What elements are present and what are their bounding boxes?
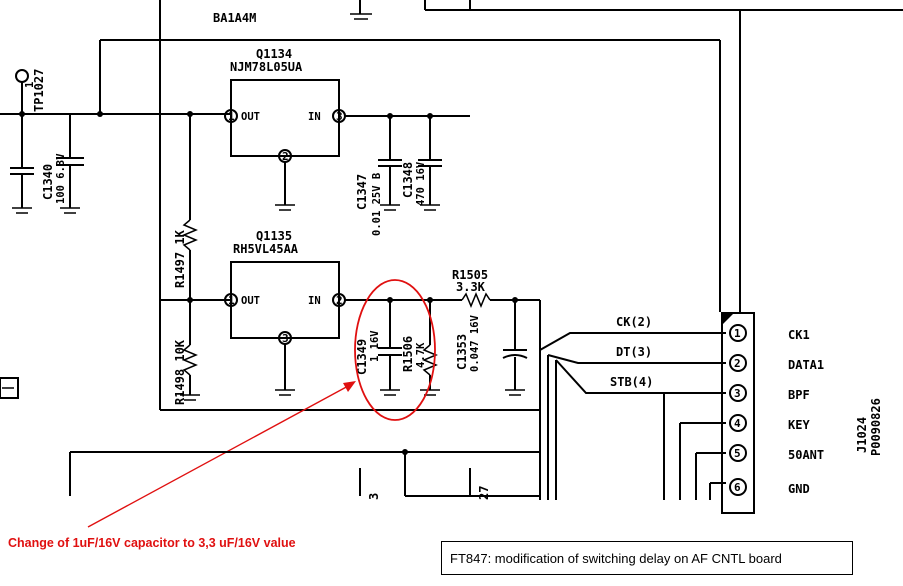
label-q1134-out: OUT	[241, 111, 260, 123]
j1024-bus: CK(2) DT(3) STB(4)	[539, 315, 726, 500]
label-net-stb: STB(4)	[610, 375, 653, 389]
j1024-connector: J1024 P0090826 1 CK1 2 DATA1 3 BPF 4 KEY…	[721, 312, 883, 514]
top-section: BA1A4M	[100, 0, 903, 312]
pin-3: 3	[336, 110, 343, 123]
label-num-3: 3	[367, 493, 381, 500]
connector-body	[721, 312, 755, 514]
connector-pin-6-name: GND	[788, 482, 810, 496]
connector-pin-5: 5 50ANT	[729, 444, 824, 462]
label-num-27: 27	[477, 486, 491, 500]
connector-pin-5-name: 50ANT	[788, 448, 824, 462]
label-r1498: R1498 10K	[173, 339, 187, 405]
partial-component-left	[0, 377, 19, 399]
label-c1340-value: 100 6.3V	[55, 153, 67, 204]
connector-pin-4: 4 KEY	[729, 414, 810, 432]
label-q1134-part: NJM78L05UA	[230, 60, 303, 74]
label-r1505: R1505	[452, 268, 488, 282]
test-point-circle	[15, 69, 29, 83]
label-c1348-value: 470 16V	[415, 161, 427, 206]
label-q1135: Q1135	[256, 229, 292, 243]
label-ba1a4m: BA1A4M	[213, 11, 256, 25]
label-c1353: C1353	[455, 334, 469, 370]
connector-pin-3: 3 BPF	[729, 384, 810, 402]
modification-highlight	[87, 279, 436, 528]
connector-pin-4-name: KEY	[788, 418, 810, 432]
annotation-arrowhead	[343, 381, 356, 392]
connector-pin-1: 1 CK1	[729, 324, 810, 342]
q1135-left-rail: R1497 1K R1498 10K	[159, 32, 230, 410]
pin-2: 2	[282, 150, 289, 163]
label-j1024-part: P0090826	[869, 398, 883, 456]
label-c1347-value: 0.01 25V B	[371, 173, 383, 236]
svg-text:1: 1	[734, 327, 741, 340]
connector-pin-2-name: DATA1	[788, 358, 824, 372]
label-c1349: C1349	[355, 339, 369, 375]
svg-text:1: 1	[228, 294, 235, 307]
connector-pin-6: 6 GND	[729, 478, 810, 496]
tp1027-group: TP1027 1 C1340 100 6.3V	[0, 40, 230, 214]
svg-text:2: 2	[336, 294, 343, 307]
label-c1349-value: 1 16V	[369, 330, 381, 362]
svg-text:2: 2	[734, 357, 741, 370]
label-q1134: Q1134	[256, 47, 292, 61]
label-c1353-value: 0.047 16V	[469, 314, 481, 372]
connector-pin-2: 2 DATA1	[729, 354, 824, 372]
pin-1: 1	[228, 110, 235, 123]
label-tp1027: TP1027	[32, 69, 46, 112]
label-r1497: R1497 1K	[173, 229, 187, 288]
svg-text:3: 3	[282, 332, 289, 345]
label-q1135-part: RH5VL45AA	[233, 242, 299, 256]
svg-text:5: 5	[734, 447, 741, 460]
label-tp-pin: 1	[24, 82, 36, 88]
label-q1135-in: IN	[308, 295, 321, 307]
lower-section: 3 27	[0, 377, 540, 500]
connector-pin-3-name: BPF	[788, 388, 810, 402]
highlight-ellipse	[354, 279, 436, 421]
annotation-arrow	[87, 384, 351, 528]
label-r1506-value: 4.7K	[415, 342, 427, 368]
caption-box: FT847: modification of switching delay o…	[441, 541, 853, 575]
svg-text:6: 6	[734, 481, 741, 494]
label-q1135-out: OUT	[241, 295, 260, 307]
svg-text:4: 4	[734, 417, 741, 430]
q1134-body	[230, 79, 340, 157]
delay-network: R1505 3.3K C1349 1 16V R1506 4.7K C1353 …	[160, 268, 541, 411]
caption-text: FT847: modification of switching delay o…	[450, 551, 782, 566]
svg-text:3: 3	[734, 387, 741, 400]
q1134-regulator: Q1134 NJM78L05UA 1 OUT 3 IN 2	[224, 47, 346, 211]
q1135-detector: Q1135 RH5VL45AA 1 OUT 2 IN 3	[224, 229, 346, 396]
label-c1347: C1347	[355, 174, 369, 210]
label-q1134-in: IN	[308, 111, 321, 123]
label-c1340: C1340	[41, 164, 55, 200]
q1134-input-rail: C1347 0.01 25V B C1348 470 16V	[345, 113, 470, 236]
modification-annotation: Change of 1uF/16V capacitor to 3,3 uF/16…	[8, 536, 296, 550]
label-c1348: C1348	[401, 162, 415, 198]
label-net-dt: DT(3)	[616, 345, 652, 359]
q1135-body	[230, 261, 340, 339]
label-r1505-value: 3.3K	[456, 280, 486, 294]
label-net-ck: CK(2)	[616, 315, 652, 329]
label-j1024: J1024	[855, 417, 869, 453]
connector-pin-1-name: CK1	[788, 328, 810, 342]
label-r1506: R1506	[401, 336, 415, 372]
